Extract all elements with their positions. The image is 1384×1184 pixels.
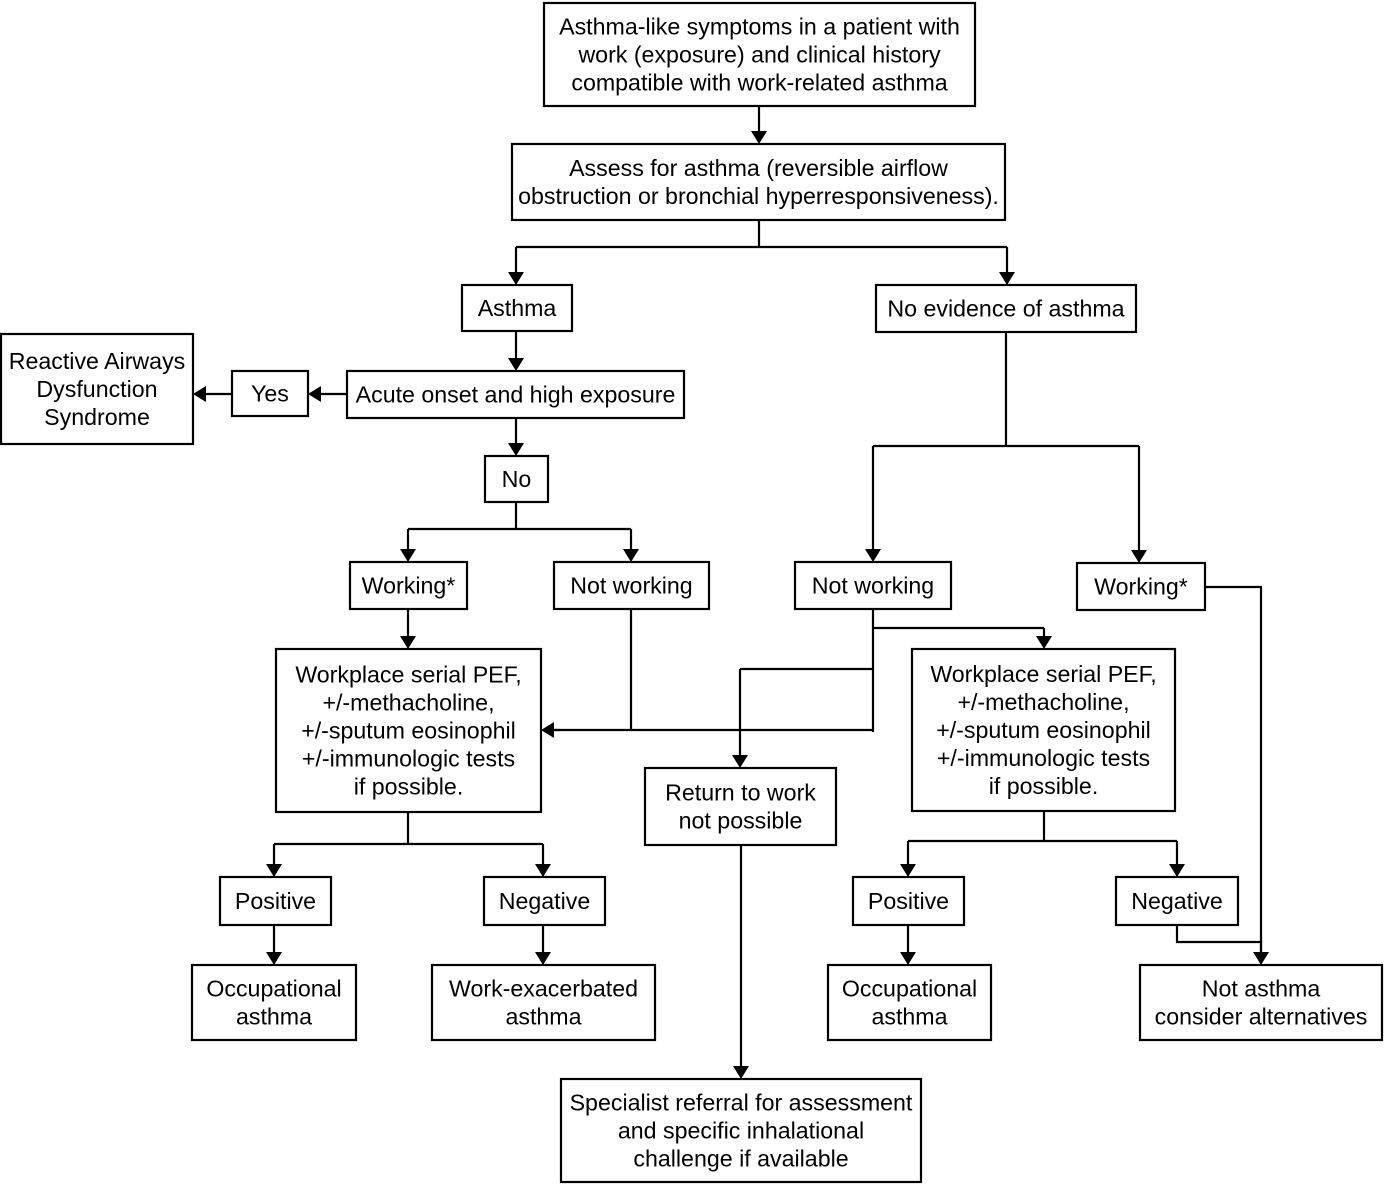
svg-text:Asthma: Asthma: [478, 295, 557, 321]
svg-text:+/-immunologic tests: +/-immunologic tests: [302, 746, 515, 772]
svg-text:Negative: Negative: [499, 888, 591, 914]
svg-text:and specific inhalational: and specific inhalational: [618, 1118, 864, 1144]
svg-text:obstruction or bronchial hyper: obstruction or bronchial hyperresponsive…: [518, 183, 999, 209]
svg-text:work (exposure) and clinical h: work (exposure) and clinical history: [577, 42, 941, 68]
svg-text:Occupational: Occupational: [206, 976, 341, 1002]
svg-text:Yes: Yes: [251, 381, 289, 407]
svg-text:Occupational: Occupational: [842, 976, 977, 1002]
svg-text:Working*: Working*: [1094, 574, 1188, 600]
svg-text:consider alternatives: consider alternatives: [1155, 1004, 1368, 1030]
svg-text:Working*: Working*: [362, 573, 456, 599]
svg-text:+/-methacholine,: +/-methacholine,: [322, 690, 494, 716]
svg-text:asthma: asthma: [871, 1004, 947, 1030]
svg-text:Not asthma: Not asthma: [1202, 976, 1321, 1002]
svg-text:Dysfunction: Dysfunction: [36, 376, 157, 402]
svg-text:Negative: Negative: [1131, 888, 1223, 914]
svg-text:Return to work: Return to work: [665, 780, 816, 806]
svg-text:+/-sputum eosinophil: +/-sputum eosinophil: [936, 717, 1151, 743]
svg-text:+/-sputum eosinophil: +/-sputum eosinophil: [301, 718, 516, 744]
svg-text:Not working: Not working: [570, 573, 692, 599]
svg-text:Workplace serial PEF,: Workplace serial PEF,: [930, 661, 1156, 687]
svg-text:asthma: asthma: [505, 1004, 581, 1030]
svg-text:if possible.: if possible.: [989, 773, 1099, 799]
svg-text:Workplace serial PEF,: Workplace serial PEF,: [295, 662, 521, 688]
svg-text:Positive: Positive: [235, 888, 316, 914]
svg-text:challenge if available: challenge if available: [633, 1146, 848, 1172]
svg-text:compatible with work-related a: compatible with work-related asthma: [571, 70, 947, 96]
svg-text:Work-exacerbated: Work-exacerbated: [449, 976, 638, 1002]
svg-text:+/-immunologic tests: +/-immunologic tests: [937, 745, 1150, 771]
svg-text:Reactive Airways: Reactive Airways: [9, 348, 186, 374]
svg-text:Asthma-like symptoms in a pati: Asthma-like symptoms in a patient with: [559, 14, 960, 40]
svg-text:No evidence of asthma: No evidence of asthma: [887, 296, 1124, 322]
svg-text:Not working: Not working: [812, 573, 934, 599]
svg-text:asthma: asthma: [236, 1004, 312, 1030]
svg-text:Assess for asthma (reversible: Assess for asthma (reversible airflow: [569, 155, 948, 181]
svg-text:Syndrome: Syndrome: [44, 404, 150, 430]
svg-text:No: No: [502, 466, 532, 492]
svg-text:if possible.: if possible.: [354, 774, 464, 800]
svg-text:Specialist referral for assess: Specialist referral for assessment: [570, 1090, 913, 1116]
svg-text:Acute onset and high exposure: Acute onset and high exposure: [356, 382, 676, 408]
svg-text:not possible: not possible: [679, 808, 803, 834]
svg-text:+/-methacholine,: +/-methacholine,: [957, 689, 1129, 715]
svg-text:Positive: Positive: [868, 888, 949, 914]
